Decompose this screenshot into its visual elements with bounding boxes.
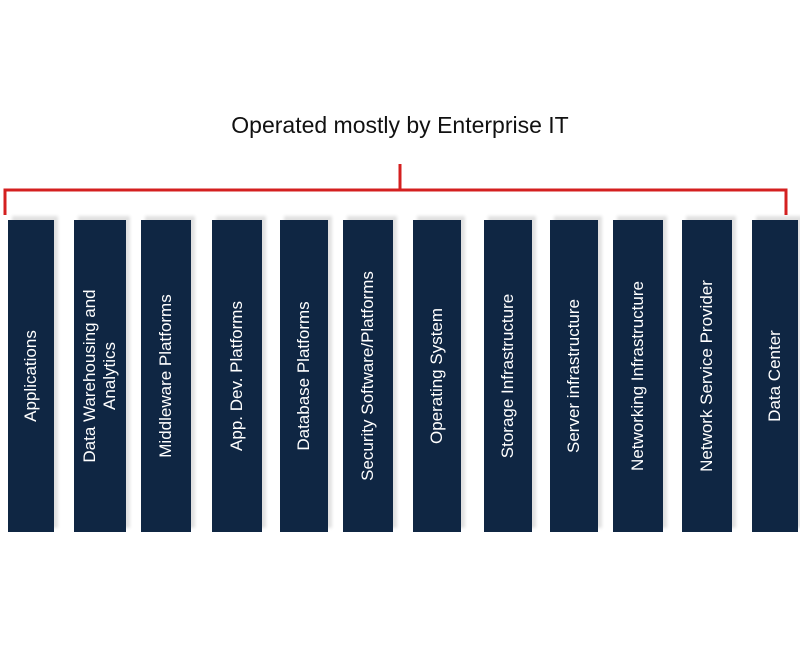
column-label: Security Software/Platforms [358,271,377,481]
column-data-warehousing: Data Warehousing and Analytics [74,220,126,532]
column-label: Data Center [765,330,784,422]
column-label: Middleware Platforms [156,294,175,458]
column-middleware: Middleware Platforms [141,220,191,532]
column-label: Networking Infrastructure [628,281,647,471]
column-operating-system: Operating System [413,220,461,532]
column-label: App. Dev. Platforms [227,301,246,451]
column-applications: Applications [8,220,54,532]
column-label: Operating System [427,307,446,445]
column-label: Data Warehousing and Analytics [80,289,119,463]
column-label: Network Service Provider [697,280,716,472]
column-label: Applications [21,330,40,422]
column-label: Storage Infrastructure [498,293,517,459]
diagram-title: Operated mostly by Enterprise IT [231,112,569,138]
column-label: Server infrastructure [564,299,583,453]
column-app-dev: App. Dev. Platforms [212,220,262,532]
column-storage: Storage Infrastructure [484,220,532,532]
column-data-center: Data Center [752,220,798,532]
column-network-service-provider: Network Service Provider [682,220,732,532]
column-label: Database Platforms [294,301,313,451]
column-security: Security Software/Platforms [343,220,393,532]
column-database: Database Platforms [280,220,328,532]
column-networking: Networking Infrastructure [613,220,663,532]
column-server: Server infrastructure [550,220,598,532]
